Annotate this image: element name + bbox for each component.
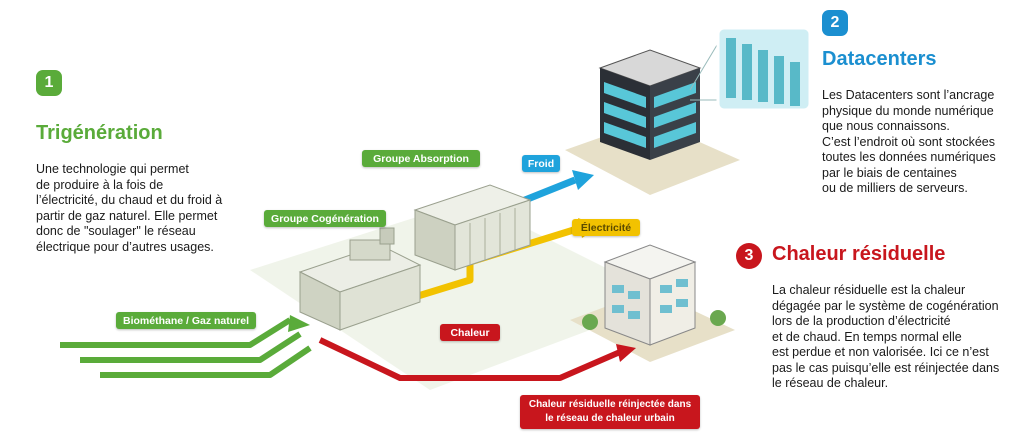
section-2-badge: 2 [822, 10, 848, 36]
section-3-line: La chaleur résiduelle est la chaleur [772, 283, 966, 297]
section-1-line: donc de "soulager" le réseau [36, 224, 196, 238]
section-2-line: que nous connaissons. [822, 119, 950, 133]
section-2-line: toutes les données numériques [822, 150, 996, 164]
section-3-description: La chaleur résiduelle est la chaleur dég… [772, 283, 1017, 392]
section-2-title: Datacenters [822, 48, 937, 70]
section-2-line: ou de milliers de serveurs. [822, 181, 968, 195]
section-1-title: Trigénération [36, 122, 163, 144]
reinjection-label: Chaleur résiduelle réinjectée dans le ré… [520, 395, 700, 429]
section-2-line: C’est l’endroit où sont stockées [822, 134, 996, 149]
section-1-line: l’électricité, du chaud et du froid à [36, 193, 223, 207]
groupe-absorption-label: Groupe Absorption [362, 150, 480, 167]
section-3-title: Chaleur résiduelle [772, 243, 946, 265]
reinjection-label-line: le réseau de chaleur urbain [545, 413, 675, 424]
chaleur-label: Chaleur [440, 324, 500, 341]
section-1-line: Une technologie qui permet [36, 162, 189, 176]
section-1-badge: 1 [36, 70, 62, 96]
section-1-number: 1 [44, 74, 54, 91]
section-3-line: dégagée par le système de cogénération [772, 298, 999, 313]
datacenter-building [598, 49, 702, 160]
section-1-line: de produire à la fois de [36, 177, 164, 192]
heat-line [318, 337, 622, 381]
section-3-line: lors de la production d’électricité [772, 314, 951, 328]
cogeneration-unit [298, 227, 422, 331]
biomethane-arrow-head [288, 315, 310, 332]
section-2-number: 2 [830, 14, 840, 31]
section-2-line: Les Datacenters sont l’ancrage [822, 88, 995, 102]
datacenter-inset [689, 26, 812, 112]
biomethane-label: Biométhane / Gaz naturel [116, 312, 256, 329]
groupe-cogeneration-label: Groupe Cogénération [264, 210, 386, 227]
section-3-line: le réseau de chaleur. [772, 376, 889, 390]
section-1-line: électrique pour d’autres usages. [36, 239, 214, 254]
section-3-number: 3 [744, 247, 754, 264]
cold-arrow-head [572, 170, 594, 190]
froid-label: Froid [522, 155, 560, 172]
section-3-line: est perdue et non valorisée. Ici ce n’es… [772, 345, 989, 359]
heat-arrow-head [616, 344, 636, 362]
section-1-line: partir de gaz naturel. Elle permet [36, 208, 218, 223]
section-1-description: Une technologie qui permet de produire à… [36, 162, 266, 255]
section-3-line: pas le cas puisqu’elle est réinjectée da… [772, 360, 1000, 375]
absorption-unit [413, 184, 532, 271]
electricite-label: Électricité [572, 219, 640, 236]
section-2-description: Les Datacenters sont l’ancrage physique … [822, 88, 1017, 197]
section-2-line: physique du monde numérique [822, 103, 994, 118]
section-2-line: par le biais de centaines [822, 165, 957, 180]
section-3-badge: 3 [736, 243, 762, 269]
section-3-line: et de chaud. En temps normal elle [772, 329, 962, 344]
residential-building [582, 244, 726, 346]
gas-pipes [60, 317, 312, 378]
reinjection-label-line: Chaleur résiduelle réinjectée dans [528, 399, 692, 410]
